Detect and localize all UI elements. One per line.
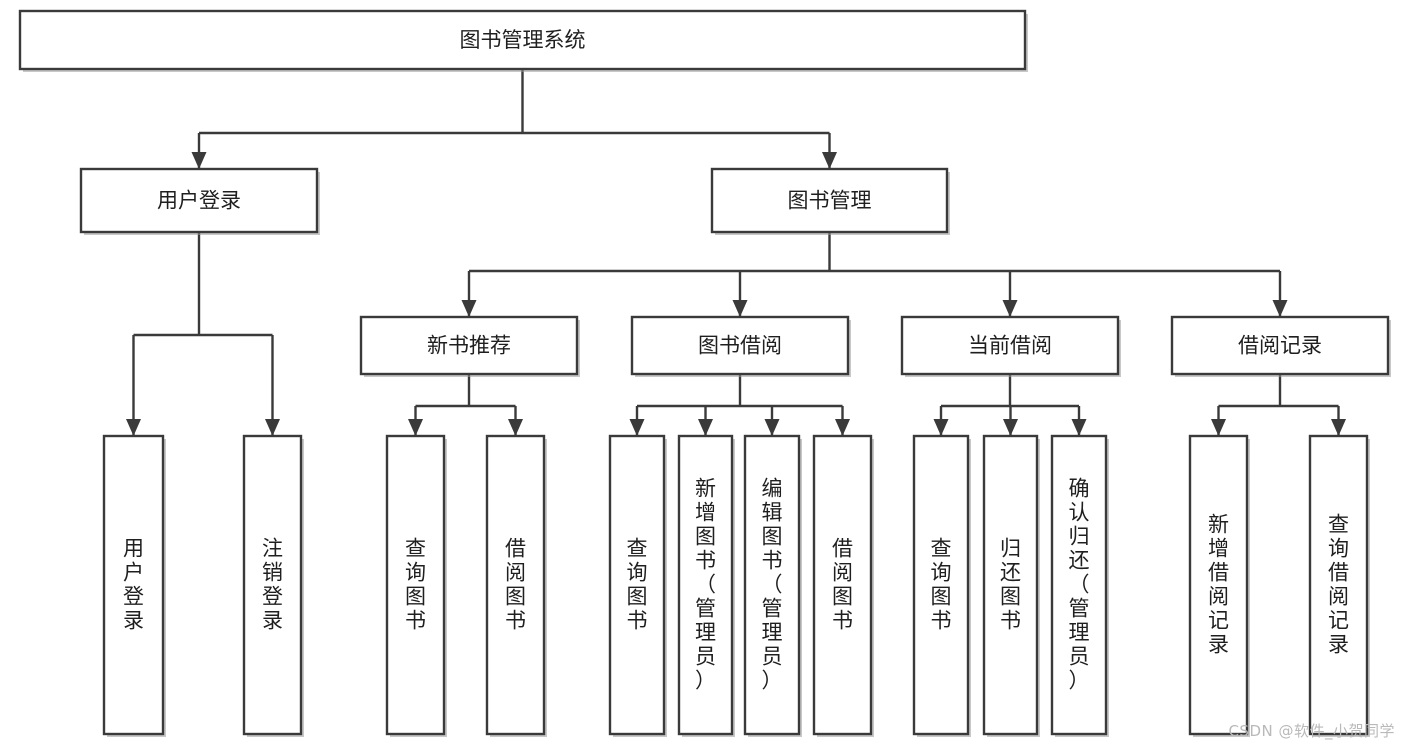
node-return-book[interactable]: 归还图书 (982, 434, 1040, 737)
node-label: 用户登录 (123, 537, 144, 633)
node-new-book-recommend[interactable]: 新书推荐 (359, 315, 580, 377)
node-label: 注销登录 (262, 537, 283, 633)
node-box[interactable] (900, 315, 1120, 376)
node-query-book-1[interactable]: 查询图书 (385, 434, 447, 737)
node-label: 确认归还（管理员） (1069, 477, 1090, 693)
node-label: 编辑图书（管理员） (762, 477, 783, 693)
node-label: 借阅记录 (1238, 334, 1322, 358)
node-label: 新增图书（管理员） (695, 477, 716, 693)
node-query-book-2[interactable]: 查询图书 (608, 434, 667, 737)
node-borrow-record[interactable]: 借阅记录 (1170, 315, 1391, 377)
node-box[interactable] (1188, 434, 1249, 736)
node-box[interactable] (1050, 434, 1108, 736)
node-query-book-3[interactable]: 查询图书 (912, 434, 971, 737)
arrow-head-icon (508, 419, 523, 436)
node-box[interactable] (743, 434, 801, 736)
node-label: 借阅图书 (505, 537, 526, 633)
node-query-borrow-record[interactable]: 查询借阅记录 (1308, 434, 1370, 737)
node-label: 查询借阅记录 (1328, 513, 1349, 657)
node-borrow-book-1[interactable]: 借阅图书 (485, 434, 547, 737)
node-label: 当前借阅 (968, 334, 1052, 358)
arrow-head-icon (265, 419, 280, 436)
node-label: 借阅图书 (832, 537, 853, 633)
arrow-head-icon (1071, 419, 1087, 436)
node-box[interactable] (79, 167, 319, 234)
arrow-head-icon (698, 419, 713, 436)
arrow-head-icon (1003, 419, 1018, 436)
node-label: 归还图书 (1000, 537, 1021, 633)
node-current-borrow[interactable]: 当前借阅 (900, 315, 1121, 377)
node-box[interactable] (710, 167, 949, 234)
node-confirm-return-admin[interactable]: 确认归还（管理员） (1050, 434, 1109, 737)
node-box[interactable] (1308, 434, 1369, 736)
arrow-head-icon (933, 419, 949, 436)
node-box[interactable] (18, 9, 1027, 71)
node-user-login-do[interactable]: 用户登录 (102, 434, 166, 737)
arrow-head-icon (835, 419, 850, 436)
node-label: 查询图书 (931, 537, 952, 633)
node-label: 查询图书 (627, 537, 648, 633)
node-label: 新书推荐 (427, 334, 511, 358)
node-label: 用户登录 (157, 189, 241, 213)
arrow-head-icon (1272, 300, 1288, 317)
node-label: 图书管理 (788, 189, 872, 213)
node-root[interactable]: 图书管理系统 (18, 9, 1028, 72)
node-box[interactable] (812, 434, 873, 736)
node-box[interactable] (1170, 315, 1390, 376)
arrow-head-icon (764, 419, 780, 436)
node-box[interactable] (912, 434, 970, 736)
node-label: 图书借阅 (698, 334, 782, 358)
node-box[interactable] (102, 434, 165, 736)
arrow-head-icon (629, 419, 645, 436)
node-label: 新增借阅记录 (1208, 513, 1229, 657)
node-box[interactable] (982, 434, 1039, 736)
arrow-head-icon (408, 419, 423, 436)
node-user-logout[interactable]: 注销登录 (242, 434, 304, 737)
node-box[interactable] (385, 434, 446, 736)
node-label: 查询图书 (405, 537, 426, 633)
node-box[interactable] (630, 315, 850, 376)
arrow-head-icon (1331, 419, 1346, 436)
node-add-book-admin[interactable]: 新增图书（管理员） (677, 434, 735, 737)
arrow-head-icon (822, 152, 837, 169)
node-box[interactable] (677, 434, 734, 736)
node-book-borrow[interactable]: 图书借阅 (630, 315, 851, 377)
arrow-head-icon (461, 300, 477, 317)
node-box[interactable] (242, 434, 303, 736)
node-user-login[interactable]: 用户登录 (79, 167, 320, 235)
node-add-borrow-record[interactable]: 新增借阅记录 (1188, 434, 1250, 737)
node-label: 图书管理系统 (460, 28, 586, 52)
node-book-manage[interactable]: 图书管理 (710, 167, 950, 235)
node-borrow-book-2[interactable]: 借阅图书 (812, 434, 874, 737)
arrow-head-icon (732, 300, 748, 317)
arrow-head-icon (126, 419, 141, 436)
node-box[interactable] (608, 434, 666, 736)
arrow-head-icon (191, 152, 207, 169)
arrow-head-icon (1211, 419, 1226, 436)
node-box[interactable] (485, 434, 546, 736)
node-box[interactable] (359, 315, 579, 376)
node-edit-book-admin[interactable]: 编辑图书（管理员） (743, 434, 802, 737)
arrow-head-icon (1002, 300, 1018, 317)
